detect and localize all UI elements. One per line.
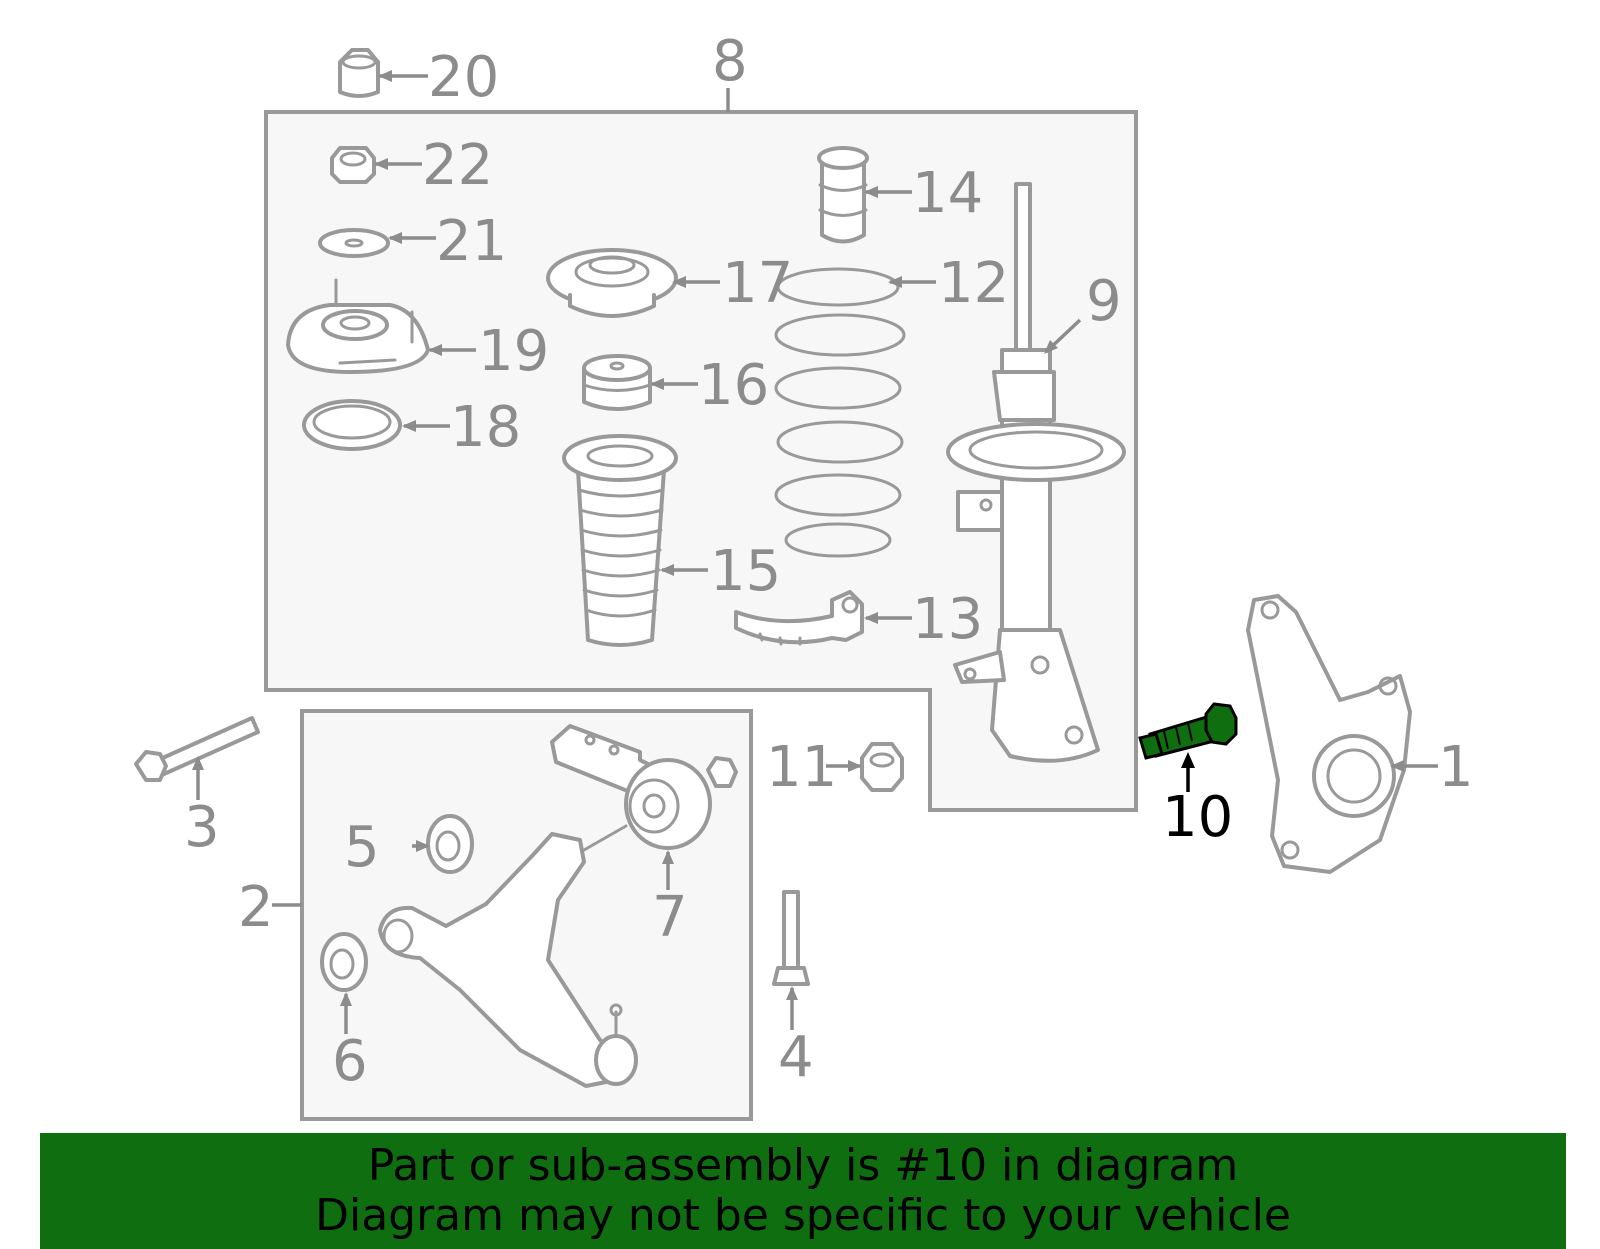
callout-19: 19 — [478, 319, 549, 384]
callout-7: 7 — [652, 885, 688, 950]
part-4-bolt — [772, 890, 810, 986]
part-11-nut — [860, 742, 904, 792]
part-7-bushing-bracket — [550, 724, 738, 850]
callout-17: 17 — [722, 251, 793, 316]
callout-8: 8 — [712, 29, 748, 94]
part-9-strut — [946, 182, 1126, 763]
part-14-bumper — [817, 146, 869, 244]
callout-18: 18 — [450, 395, 521, 460]
leader-arrows — [192, 70, 1438, 1034]
part-20-cap — [338, 48, 380, 98]
assembly-box-8 — [264, 110, 1138, 812]
callout-13: 13 — [912, 587, 983, 652]
part-3-bolt — [134, 716, 260, 782]
callout-14: 14 — [912, 161, 983, 226]
part-16-bump-stopper — [582, 354, 652, 411]
part-15-dust-boot — [562, 434, 678, 647]
callout-16: 16 — [698, 353, 769, 418]
part-6-bushing — [320, 932, 368, 992]
part-21-washer — [318, 228, 390, 258]
part-5-bushing — [426, 814, 474, 874]
callout-12: 12 — [938, 251, 1009, 316]
callout-9: 9 — [1086, 269, 1122, 334]
info-banner: Part or sub-assembly is #10 in diagram D… — [40, 1133, 1566, 1249]
callout-15: 15 — [710, 539, 781, 604]
part-18-bearing — [302, 399, 402, 451]
callout-6: 6 — [332, 1029, 368, 1094]
part-12-coil-spring — [774, 267, 906, 558]
part-17-spring-seat — [546, 248, 678, 318]
callout-4: 4 — [778, 1025, 814, 1090]
callout-11: 11 — [766, 735, 837, 800]
callout-5: 5 — [344, 815, 380, 880]
part-10-bolt-highlighted — [1138, 702, 1238, 760]
callout-2: 2 — [238, 875, 274, 940]
banner-line-2: Diagram may not be specific to your vehi… — [315, 1190, 1291, 1241]
part-19-strut-mount — [286, 278, 430, 374]
callout-3: 3 — [184, 795, 220, 860]
callout-21: 21 — [436, 209, 507, 274]
callout-20: 20 — [428, 45, 499, 110]
callout-1: 1 — [1438, 735, 1474, 800]
callout-10: 10 — [1162, 785, 1233, 850]
callout-22: 22 — [422, 133, 493, 198]
part-13-insulator — [734, 590, 864, 646]
part-2-control-arm — [378, 824, 638, 1088]
part-22-nut — [330, 146, 376, 184]
part-1-knuckle — [1246, 594, 1412, 874]
banner-line-1: Part or sub-assembly is #10 in diagram — [367, 1140, 1239, 1191]
